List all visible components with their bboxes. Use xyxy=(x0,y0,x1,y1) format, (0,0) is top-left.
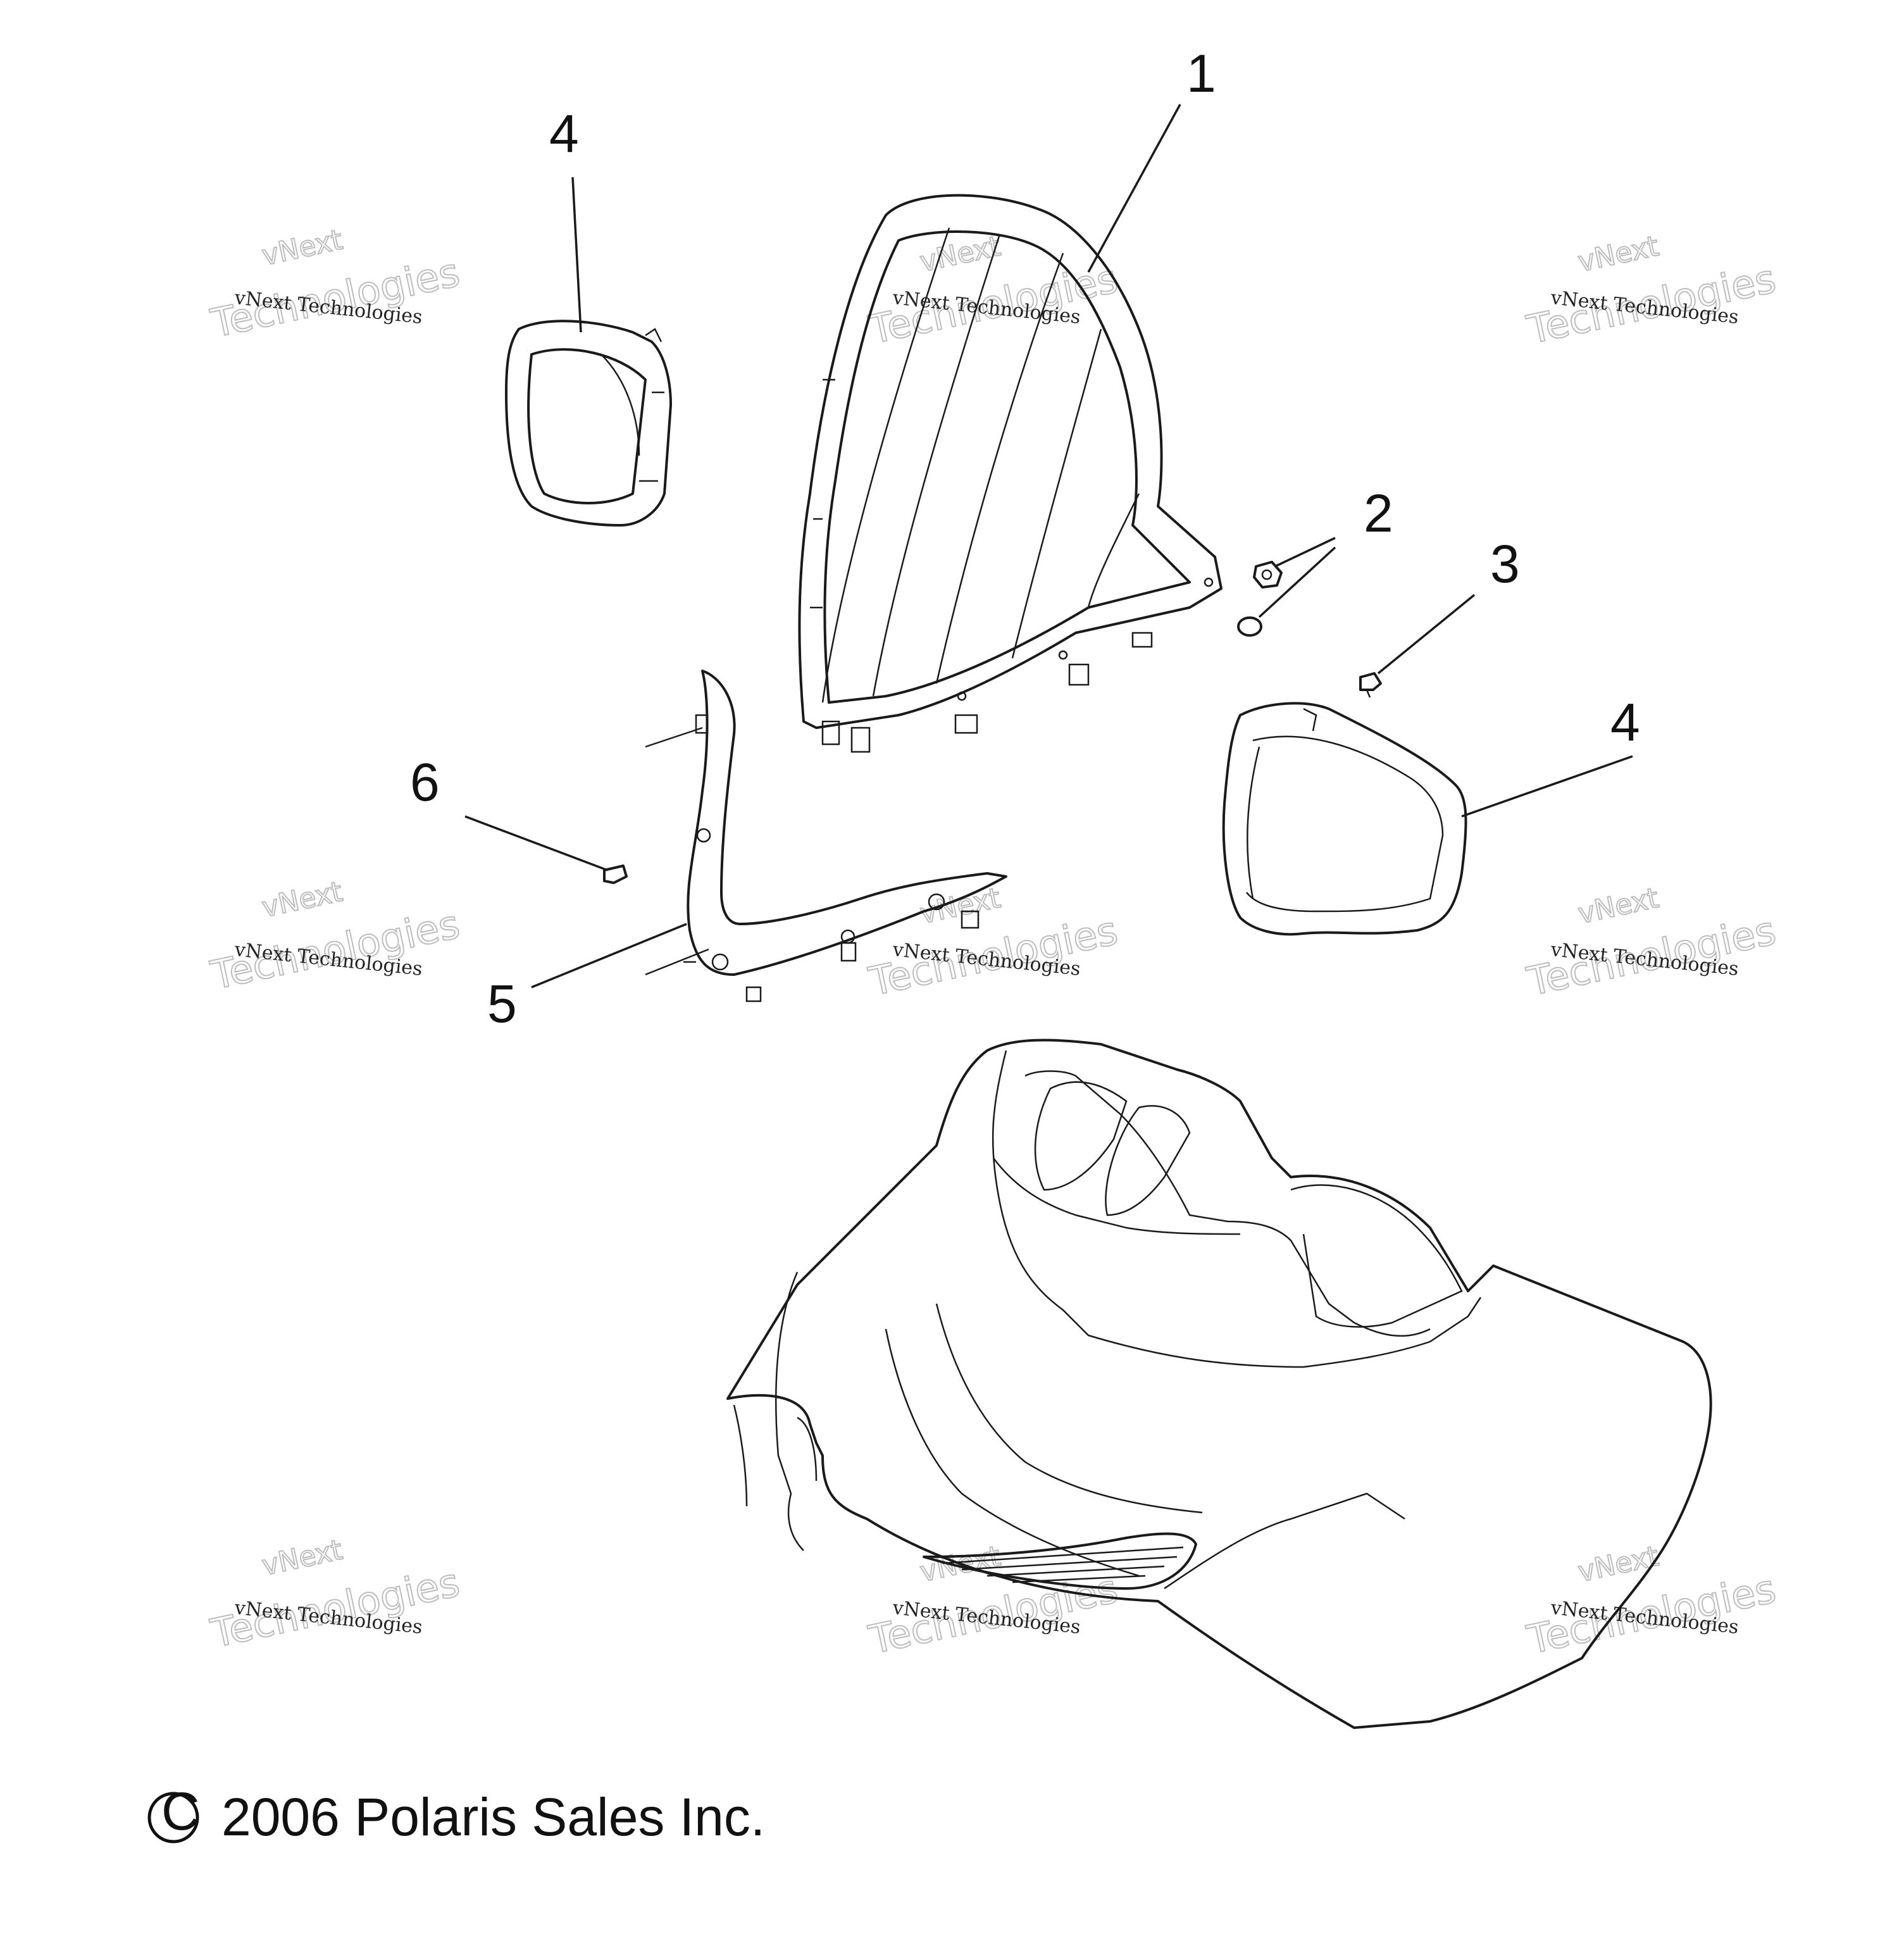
watermark: vNext Technologies xyxy=(864,229,1123,353)
callout-1: 1 xyxy=(1186,44,1216,103)
svg-text:vNext: vNext xyxy=(1575,230,1661,278)
copyright-symbol: C xyxy=(161,1782,200,1841)
part-windshield xyxy=(798,194,1223,753)
svg-text:vNext: vNext xyxy=(259,1533,345,1582)
callout-2: 2 xyxy=(1364,484,1393,543)
watermark: vNext Technologies xyxy=(864,1539,1123,1663)
callout-5: 5 xyxy=(487,974,517,1033)
watermark: vNext Technologies xyxy=(1522,881,1781,1005)
callout-4-right: 4 xyxy=(1610,692,1640,752)
part-trim-strip xyxy=(645,670,1007,1002)
callout-6: 6 xyxy=(410,752,440,812)
part-hood xyxy=(726,1039,1712,1729)
svg-text:vNext: vNext xyxy=(259,875,345,924)
leader-1 xyxy=(1087,104,1181,273)
leader-3 xyxy=(1377,594,1476,675)
copyright-circle xyxy=(147,1792,199,1844)
copyright-text: 2006 Polaris Sales Inc. xyxy=(221,1787,765,1847)
svg-text:vNext: vNext xyxy=(259,223,345,272)
watermark: vNext Technologies xyxy=(1522,229,1781,353)
leader-5 xyxy=(531,923,687,989)
part-side-deflector-left xyxy=(505,320,672,527)
part-screw-small xyxy=(603,864,628,884)
part-screw xyxy=(1359,672,1382,698)
leader-2b xyxy=(1258,546,1336,618)
part-nut xyxy=(1237,561,1283,637)
leader-2a xyxy=(1274,537,1336,568)
watermark: vNext Technologies xyxy=(206,1533,464,1657)
watermark: vNext Technologies xyxy=(1522,1539,1781,1663)
watermark: vNext Technologies xyxy=(864,881,1123,1005)
svg-text:vNext: vNext xyxy=(917,230,1003,278)
callout-4-left: 4 xyxy=(549,104,579,163)
leader-4a xyxy=(571,177,582,333)
svg-text:vNext: vNext xyxy=(1575,882,1661,930)
leader-6 xyxy=(464,815,608,871)
leader-4b xyxy=(1461,755,1633,818)
part-side-deflector-right xyxy=(1222,702,1467,936)
watermark: vNext Technologies xyxy=(206,223,464,347)
watermark: vNext Technologies xyxy=(206,875,464,999)
callout-3: 3 xyxy=(1490,534,1520,594)
svg-text:vNext: vNext xyxy=(1575,1540,1661,1588)
